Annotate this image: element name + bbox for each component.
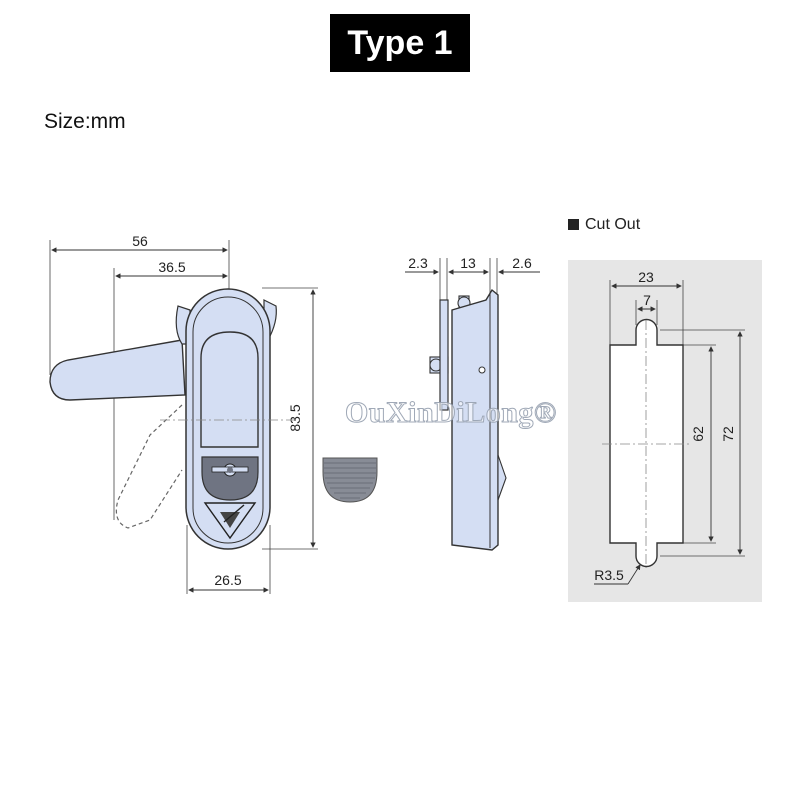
square-bullet-icon bbox=[568, 219, 579, 230]
dim-side-mid: 13 bbox=[460, 255, 476, 271]
dim-cutout-width: 23 bbox=[638, 269, 654, 285]
dim-overall-width: 56 bbox=[132, 233, 148, 249]
warning-triangle-icon bbox=[203, 502, 257, 540]
watermark: OuXinDiLong® bbox=[345, 396, 557, 430]
cutout-heading-text: Cut Out bbox=[585, 216, 641, 233]
front-dimension-lines bbox=[51, 247, 316, 593]
handle-recess bbox=[200, 331, 259, 448]
side-view: 2.3 13 2.6 bbox=[405, 255, 540, 551]
dim-handle-offset: 36.5 bbox=[158, 259, 185, 275]
size-unit-label: Size:mm bbox=[44, 110, 126, 133]
front-extension-lines bbox=[49, 240, 318, 594]
cover-piece bbox=[322, 457, 378, 503]
side-body bbox=[451, 288, 499, 551]
dim-cutout-inner-height: 62 bbox=[690, 426, 706, 442]
dim-cutout-radius: R3.5 bbox=[594, 567, 624, 583]
key-cover bbox=[201, 456, 259, 501]
cutout-heading: Cut Out bbox=[568, 216, 640, 234]
dim-side-left: 2.3 bbox=[408, 255, 428, 271]
dim-side-right: 2.6 bbox=[512, 255, 532, 271]
dim-height: 83.5 bbox=[287, 404, 303, 431]
dim-cutout-outer-height: 72 bbox=[720, 426, 736, 442]
open-handle-phantom bbox=[115, 404, 183, 529]
title-text: Type 1 bbox=[347, 24, 453, 62]
cutout-dimension-lines bbox=[611, 283, 743, 555]
front-view: 56 36.5 83.5 26.5 bbox=[49, 233, 318, 594]
cutout-shape bbox=[609, 318, 684, 568]
title-badge: Type 1 bbox=[330, 14, 470, 72]
handle-lever bbox=[49, 339, 186, 401]
cutout-view: 23 7 62 72 R3.5 bbox=[568, 260, 762, 602]
dim-cutout-notch: 7 bbox=[643, 292, 651, 308]
dim-body-width: 26.5 bbox=[214, 572, 241, 588]
keyhole-icon bbox=[211, 463, 249, 477]
